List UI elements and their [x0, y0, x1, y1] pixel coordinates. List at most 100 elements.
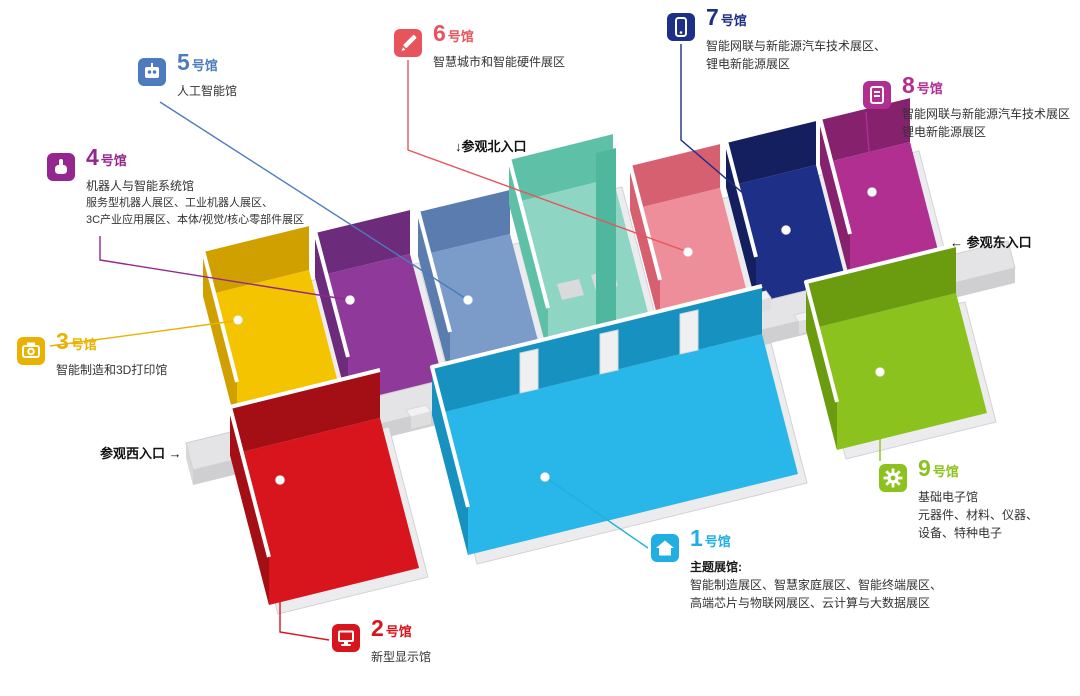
hall1-description: 主题展馆:: [690, 560, 742, 574]
hall4-marker-dot: [345, 295, 355, 305]
hall2-marker-dot: [275, 475, 285, 485]
door-pier: [679, 309, 699, 355]
hall7-wall-rim: [724, 117, 817, 258]
hall9-description: 基础电子馆: [918, 490, 979, 504]
hall3-description: 智能制造和3D打印馆: [56, 363, 168, 377]
west-entrance-label: 参观西入口 →: [100, 446, 182, 461]
hall4-wall-rim: [313, 206, 411, 358]
door-pier: [519, 348, 539, 394]
atrium-wall: [509, 132, 613, 204]
hall5-leader-line: [159, 101, 469, 301]
gear-icon: [878, 463, 908, 493]
hall7-description: 锂电新能源展区: [706, 57, 791, 71]
hall6-marker-dot: [683, 247, 693, 257]
east-entrance-label: ← 参观东入口: [950, 235, 1032, 250]
hall7-description: 智能网联与新能源汽车技术展区、: [706, 39, 887, 53]
hall9-description: 元器件、材料、仪器、: [918, 508, 1039, 522]
doc-icon: [862, 80, 892, 110]
hall6-wall: [630, 164, 660, 326]
hall2-floor: [230, 418, 419, 605]
hall1-description: 智能制造展区、智慧家庭展区、智能终端展区、: [690, 578, 943, 592]
hall-2-building: [228, 368, 429, 615]
hall7-marker-dot: [781, 225, 791, 235]
door-stub: [411, 412, 431, 429]
hall9-floor: [806, 293, 987, 450]
hall4-description: 3C产业应用展区、本体/视觉/核心零部件展区: [86, 213, 305, 226]
hall8-description: 锂电新能源展区: [902, 125, 987, 139]
hall9-wall: [806, 245, 956, 330]
hall1-leader-line: [544, 476, 649, 549]
hall5-marker-dot: [463, 295, 473, 305]
hall5-description: 人工智能馆: [177, 84, 238, 98]
atrium-wall: [509, 158, 548, 354]
door-pier: [599, 329, 619, 375]
hall9-wall-rim: [804, 243, 957, 403]
hall3-wall: [203, 250, 237, 428]
hall-1-building: [430, 284, 808, 565]
hall4-leader-line: [99, 236, 351, 301]
hall9-wall: [806, 282, 837, 450]
hall8-leader-line: [865, 111, 873, 191]
booth-block: [557, 279, 584, 300]
marker-dots: [233, 187, 885, 485]
hall6-description: 智慧城市和智能硬件展区: [433, 55, 566, 69]
hall2-wall-rim: [228, 368, 381, 558]
hall7-wall: [726, 141, 756, 303]
hall3-marker-dot: [233, 315, 243, 325]
hall1-marker-dot: [540, 472, 550, 482]
hall1-floor: [432, 334, 798, 555]
robot-icon: [137, 57, 167, 87]
hall4-wall: [315, 231, 348, 403]
atrium-tall-wall: [596, 148, 616, 332]
hall7-leader-line: [680, 44, 787, 231]
hall8-wall: [820, 118, 850, 280]
hall1-description: 高端芯片与物联网展区、云计算与大数据展区: [690, 596, 931, 610]
hall8-marker-dot: [867, 187, 877, 197]
hall3-wall-rim: [201, 222, 310, 383]
hall6-wall-rim: [628, 140, 721, 281]
hall4-description: 机器人与智能系统馆: [86, 179, 195, 193]
hall-5-building: [416, 186, 552, 388]
hall9-marker-dot: [875, 367, 885, 377]
monitor-icon: [331, 623, 361, 653]
corridor-end: [186, 443, 193, 485]
hand-icon: [46, 152, 76, 182]
phone-icon: [666, 12, 696, 42]
north-entrance-label: ↓参观北入口: [455, 139, 527, 154]
leader-lines: [49, 44, 881, 641]
hall2-wall: [230, 370, 380, 455]
hall5-wall: [418, 210, 450, 378]
hall5-wall-rim: [416, 186, 511, 333]
pencil-icon: [393, 28, 423, 58]
hall3-wall: [203, 224, 309, 296]
hall4-description: 服务型机器人展区、工业机器人展区、: [86, 197, 273, 209]
hall1-wall: [432, 367, 468, 555]
hall-9-building: [804, 243, 997, 460]
hall6-leader-line: [407, 60, 689, 253]
hall8-description: 智能网联与新能源汽车技术展区: [902, 107, 1071, 121]
hall1-wall-rim: [430, 284, 763, 508]
hall2-wall: [230, 407, 269, 605]
hall-8-building: [818, 94, 950, 290]
home-icon: [650, 533, 680, 563]
hall9-description: 设备、特种电子: [918, 526, 1003, 540]
hall2-leader-line: [279, 480, 330, 641]
hall3-leader-line: [49, 320, 235, 347]
